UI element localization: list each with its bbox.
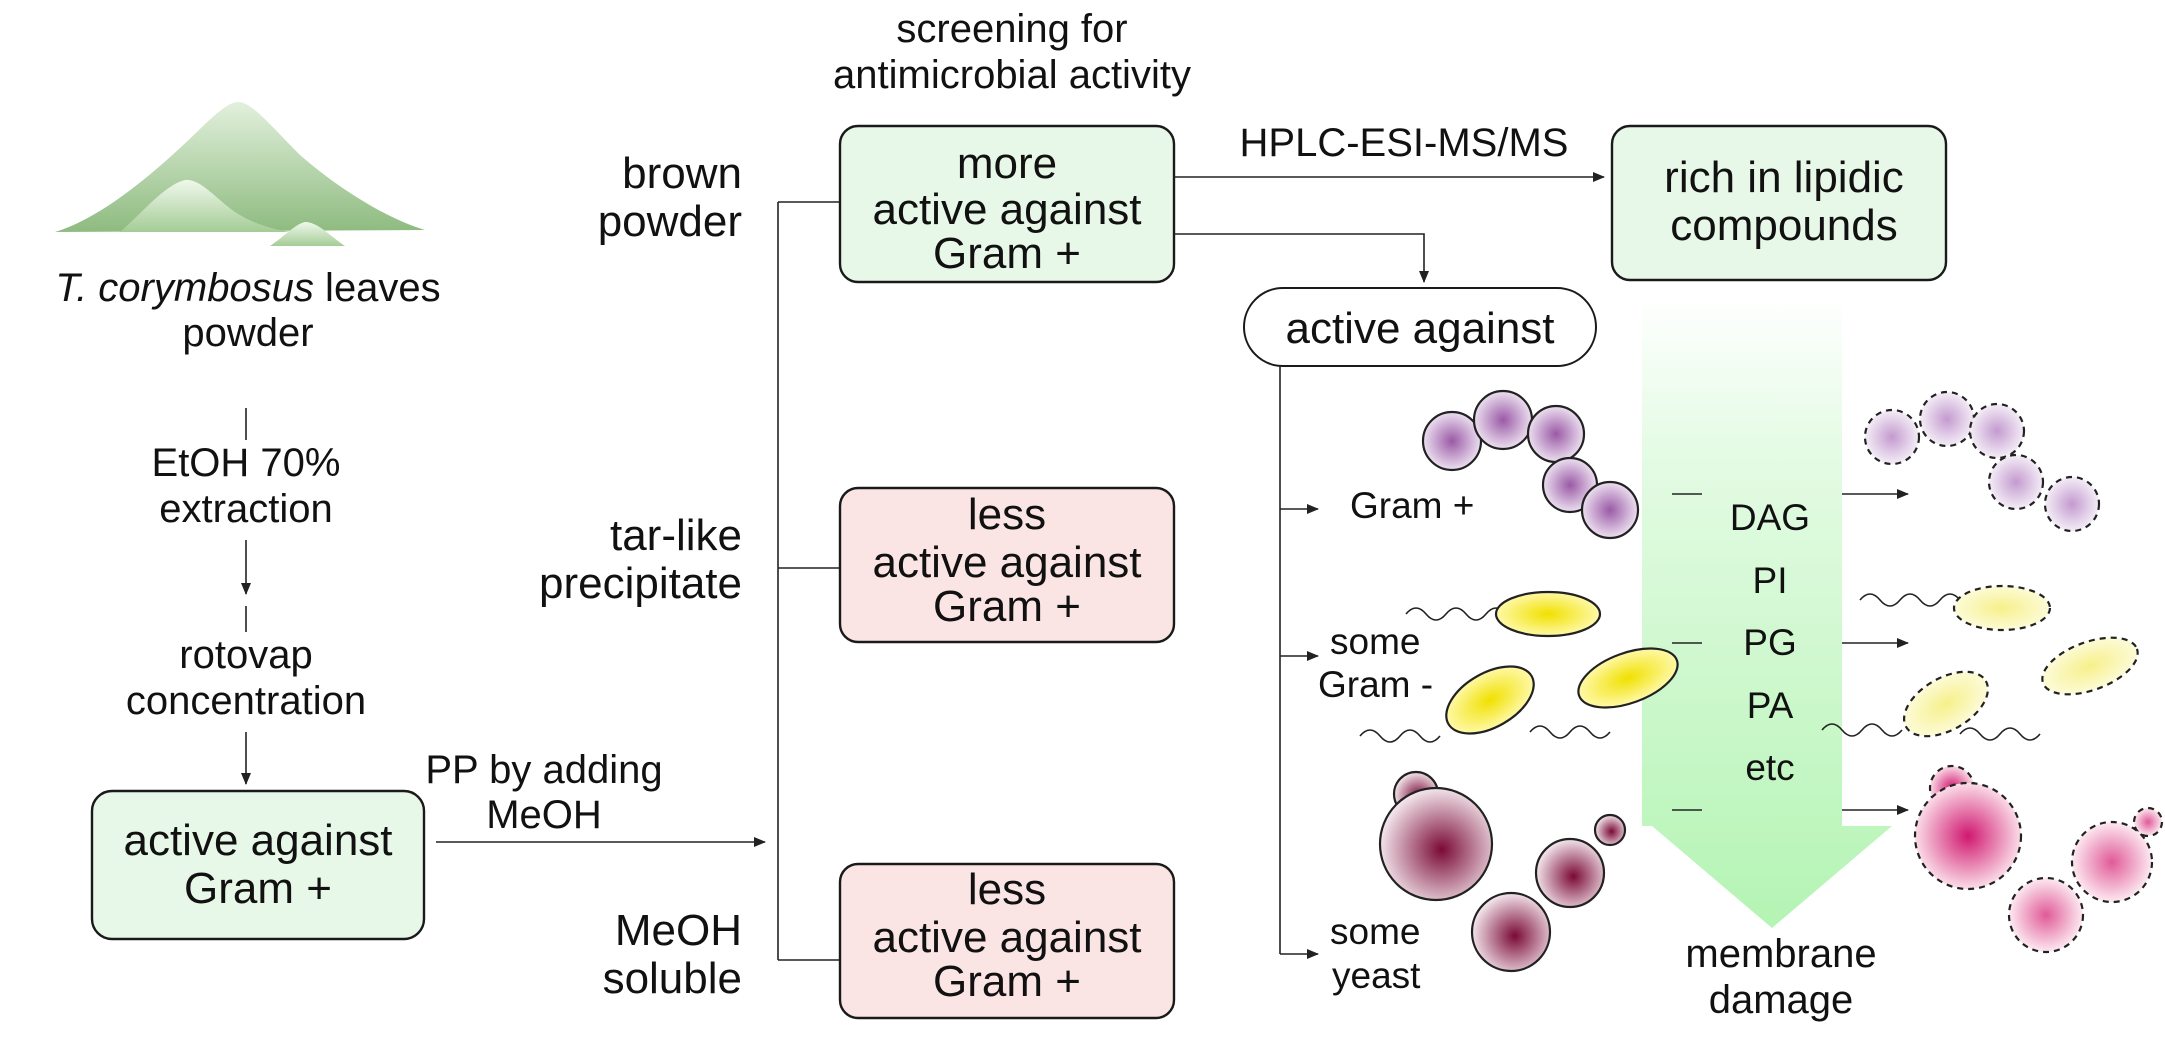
analysis-result-line2: compounds — [1670, 201, 1897, 250]
fraction-box-1-line3: Gram + — [933, 229, 1081, 278]
extraction-line2: extraction — [159, 487, 332, 531]
gram-negative-bacilli-icon — [1359, 590, 1679, 743]
fraction-box-1-line2: active against — [872, 185, 1141, 234]
fraction-box-3-line1: less — [968, 865, 1046, 914]
crude-extract-box — [90, 789, 426, 941]
concentration-line2: concentration — [126, 679, 366, 723]
fraction-box-2-line2: active against — [872, 538, 1141, 587]
activity-pill — [1243, 287, 1597, 367]
damaged-gram-positive-cocci-icon — [1863, 390, 2101, 533]
fraction-label-3b: soluble — [603, 954, 742, 1003]
fraction-label-2a: tar-like — [610, 511, 742, 560]
damaged-gram-negative-bacilli-icon — [1821, 584, 2139, 741]
outcome-line2: damage — [1709, 978, 1854, 1022]
crude-extract-line1: active against — [123, 816, 392, 865]
fraction-label-1b: powder — [598, 197, 742, 246]
analysis-result-line1: rich in lipidic — [1664, 153, 1904, 202]
fraction-box-3 — [838, 862, 1176, 1020]
damaged-yeast-cells-icon — [1913, 764, 2164, 954]
fraction-box-2 — [838, 486, 1176, 644]
analysis-method: HPLC-ESI-MS/MS — [1240, 121, 1569, 165]
lipid-pi: PI — [1753, 560, 1788, 601]
fraction-box-3-line2: active against — [872, 913, 1141, 962]
screening-line1: screening for — [896, 7, 1127, 51]
outcome-line1: membrane — [1685, 932, 1876, 976]
target-yeast-line1: some — [1330, 911, 1420, 952]
target-yeast-line2: yeast — [1332, 955, 1421, 996]
fraction-box-3-line3: Gram + — [933, 957, 1081, 1006]
fraction-box-1 — [838, 124, 1176, 284]
target-gram-neg-line1: some — [1330, 621, 1420, 662]
fraction-box-2-line1: less — [968, 490, 1046, 539]
extraction-line1: EtOH 70% — [152, 441, 341, 485]
source-line2: powder — [182, 311, 313, 355]
target-gram-neg-line2: Gram - — [1318, 664, 1433, 705]
concentration-line1: rotovap — [179, 633, 312, 677]
yeast-cells-icon — [1378, 770, 1627, 973]
fraction-label-3a: MeOH — [615, 906, 742, 955]
lipid-etc: etc — [1745, 747, 1794, 788]
precipitation-line1: PP by adding — [425, 748, 662, 792]
arrow-to-activity — [1174, 233, 1429, 283]
fraction-box-2-line3: Gram + — [933, 582, 1081, 631]
lipid-pg: PG — [1743, 622, 1796, 663]
membrane-damage-arrow — [1642, 296, 1892, 928]
gram-positive-cocci-icon — [1421, 389, 1640, 540]
target-gram-pos: Gram + — [1350, 485, 1474, 526]
crude-extract-line2: Gram + — [184, 864, 332, 913]
fraction-label-2b: precipitate — [539, 559, 742, 608]
analysis-result-box — [1610, 124, 1948, 282]
source-line1: T. corymbosus leaves — [55, 266, 440, 310]
lipid-pa: PA — [1747, 685, 1794, 726]
screening-line2: antimicrobial activity — [833, 53, 1191, 97]
fraction-box-1-line1: more — [957, 139, 1057, 188]
leaf-powder-mound-icon — [55, 102, 425, 246]
precipitation-line2: MeOH — [486, 793, 602, 837]
fraction-label-1a: brown — [622, 149, 742, 198]
lipid-dag: DAG — [1730, 497, 1810, 538]
activity-title: active against — [1285, 304, 1554, 353]
